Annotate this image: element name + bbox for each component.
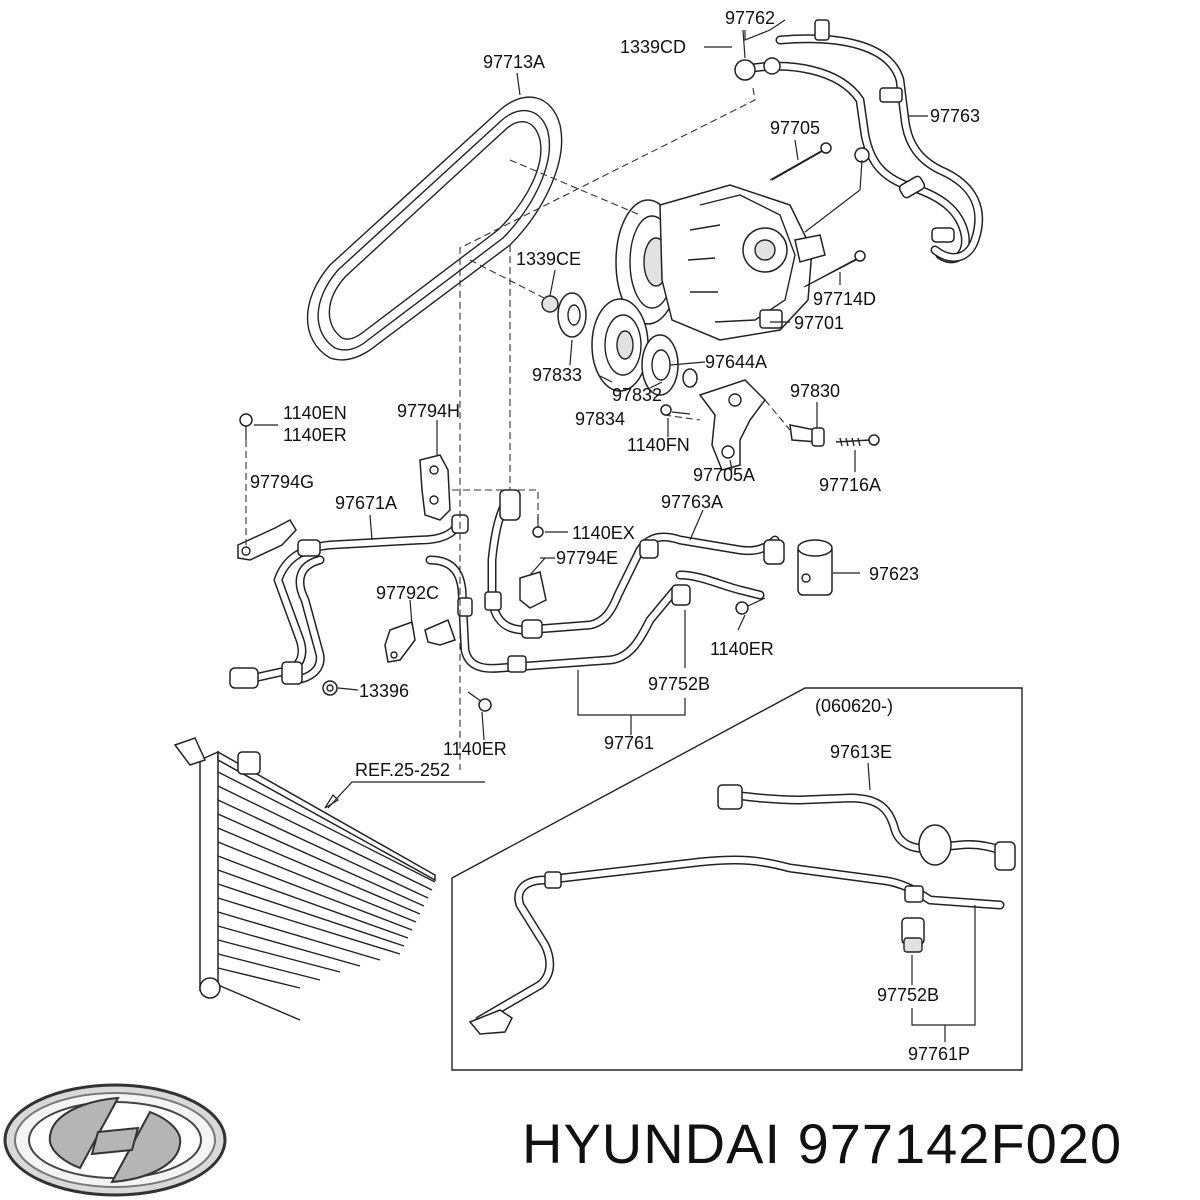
label-97763A: 97763A	[661, 492, 723, 512]
label-1140EX: 1140EX	[572, 523, 635, 543]
bolt-97714D	[803, 250, 866, 288]
bolt-1140EN	[239, 413, 253, 440]
label-97613E: 97613E	[830, 742, 892, 762]
label-97714D: 97714D	[813, 289, 876, 309]
tensioner-bolt	[789, 424, 880, 447]
nut-13396	[322, 680, 338, 696]
label-97623: 97623	[869, 564, 919, 584]
label-1339CE: 1339CE	[516, 249, 581, 269]
label-97833: 97833	[532, 365, 582, 385]
label-97834: 97834	[575, 409, 625, 429]
label-97762: 97762	[725, 8, 775, 28]
label-1140ER-top: 1140ER	[283, 425, 347, 445]
label-97792C: 97792C	[376, 583, 439, 603]
label-97713A: 97713A	[483, 52, 545, 72]
label-97705A: 97705A	[693, 465, 755, 485]
clamp-97794E	[519, 571, 547, 609]
label-97701: 97701	[794, 313, 844, 333]
bolt-1140ER-low	[467, 691, 492, 712]
discharge-line-97763A	[484, 489, 785, 639]
condenser	[173, 737, 436, 1021]
bracket-97794H	[419, 454, 451, 521]
label-97761P: 97761P	[908, 1044, 970, 1064]
bolt-1140ER-mid	[735, 597, 766, 615]
hyundai-logo	[3, 1083, 227, 1197]
label-97705: 97705	[770, 118, 820, 138]
label-13396: 13396	[359, 681, 409, 701]
reference-lines	[245, 87, 791, 770]
label-97794H: 97794H	[397, 401, 460, 421]
label-97830: 97830	[790, 381, 840, 401]
label-97794E: 97794E	[556, 548, 618, 568]
label-1140ER-low: 1140ER	[443, 739, 507, 759]
pulley-assembly	[541, 292, 698, 396]
label-1140ER-mid: 1140ER	[710, 639, 774, 659]
label-97752B-inset: 97752B	[877, 985, 939, 1005]
bolt-1140EX	[532, 515, 544, 538]
label-97832: 97832	[612, 385, 662, 405]
label-1140FN: 1140FN	[627, 435, 690, 455]
brand-caption: HYUNDAI 977142F020	[522, 1112, 1122, 1175]
label-ref-25-252: REF.25-252	[355, 760, 450, 780]
ac-compressor	[615, 184, 826, 341]
inset-box	[451, 687, 1023, 1071]
discharge-hose	[734, 19, 984, 264]
leader-lines	[254, 19, 976, 1042]
callout-labels: 97762 1339CD 97713A 97763 97705 1339CE 9…	[250, 8, 980, 1064]
idler-bracket	[660, 379, 766, 471]
bracket-97794G	[237, 519, 297, 561]
label-060620: (060620-)	[815, 696, 893, 716]
bracket-97792C	[384, 618, 456, 663]
label-97716A: 97716A	[819, 475, 881, 495]
label-97763: 97763	[930, 106, 980, 126]
suction-line	[229, 514, 680, 689]
drive-belt	[306, 96, 563, 361]
label-1140EN: 1140EN	[283, 403, 347, 423]
label-97761: 97761	[604, 733, 654, 753]
label-97671A: 97671A	[335, 493, 397, 513]
label-97644A: 97644A	[705, 352, 767, 372]
label-1339CD: 1339CD	[620, 37, 686, 57]
bolt-97705	[769, 142, 832, 181]
expansion-valve	[797, 539, 833, 596]
label-97794G: 97794G	[250, 472, 314, 492]
label-97752B: 97752B	[648, 674, 710, 694]
